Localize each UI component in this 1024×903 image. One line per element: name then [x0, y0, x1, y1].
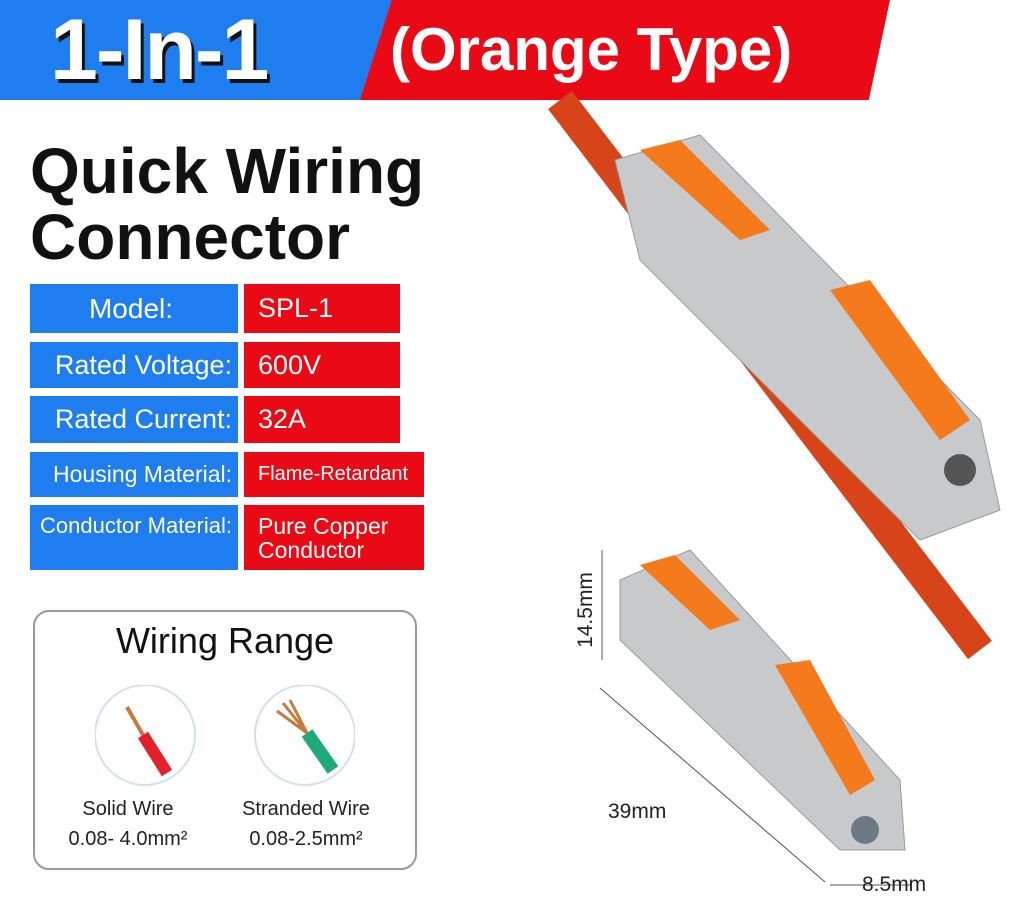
length-dimension-line: [599, 687, 826, 883]
badge-banner: [0, 0, 400, 100]
height-dimension: 14.5mm: [573, 572, 597, 648]
type-banner: [360, 0, 890, 100]
spec-label-model: Model:: [30, 284, 238, 333]
width-dimension: 8.5mm: [862, 873, 927, 896]
spec-label-voltage: Rated Voltage:: [30, 342, 238, 388]
spec-value-housing: Flame-Retardant: [244, 452, 424, 497]
badge-text: 1-In-1: [50, 2, 269, 98]
large-connector-image: [614, 134, 1001, 541]
stranded-wire-range: 0.08-2.5mm²: [249, 828, 363, 850]
product-title-line1: Quick Wiring: [30, 135, 425, 207]
length-dimension: 39mm: [608, 800, 667, 823]
spec-value-model: SPL-1: [244, 284, 400, 333]
wiring-range-title: Wiring Range: [115, 620, 335, 661]
spec-value-conductor: Pure Copper Conductor: [244, 505, 424, 570]
wire-illustrations: [95, 685, 355, 786]
connector-product-images: [548, 90, 1001, 886]
spec-value-voltage: 600V: [244, 342, 400, 388]
spec-label-conductor: Conductor Material:: [30, 505, 238, 570]
small-connector-image: [619, 549, 906, 851]
solid-wire-icon: [95, 685, 196, 786]
spec-label-housing: Housing Material:: [30, 452, 238, 497]
stranded-wire-icon: [254, 685, 355, 786]
spec-value-current: 32A: [244, 396, 400, 443]
wiring-range-box: [33, 610, 417, 870]
product-title-line2: Connector: [30, 201, 350, 273]
solid-wire-label: Solid Wire: [82, 798, 174, 820]
solid-wire-range: 0.08- 4.0mm²: [68, 828, 188, 850]
stranded-wire-label: Stranded Wire: [242, 798, 370, 820]
type-text: (Orange Type): [390, 16, 793, 83]
spec-label-current: Rated Current:: [30, 396, 238, 443]
